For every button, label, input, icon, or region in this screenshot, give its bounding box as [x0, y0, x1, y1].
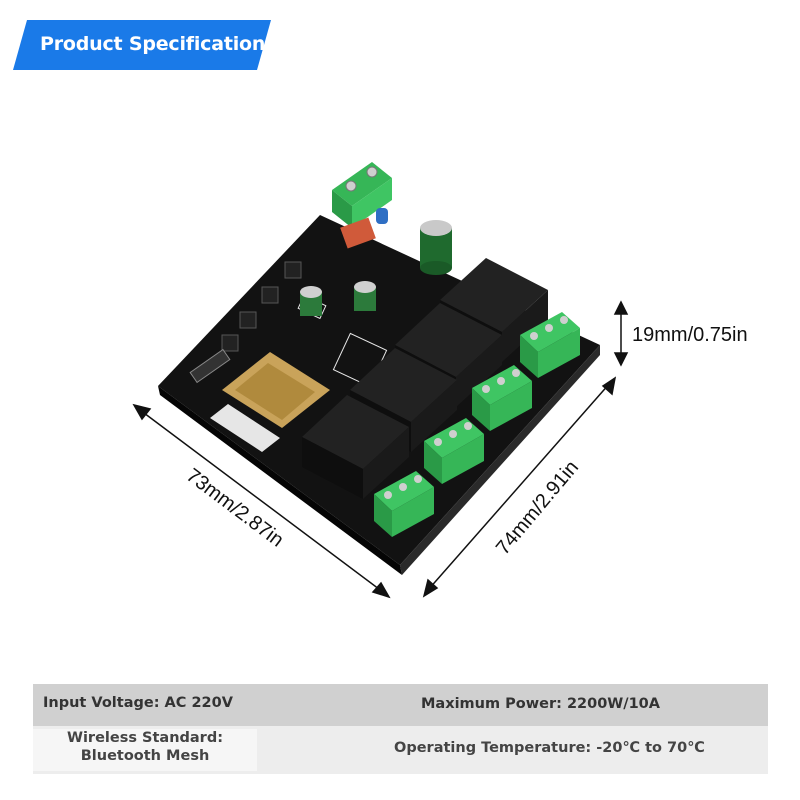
- input-voltage: Input Voltage: AC 220V: [43, 695, 233, 711]
- banner-title: Product Specifications: [40, 33, 277, 55]
- wireless-standard-label: Wireless Standard:: [66, 730, 224, 746]
- specs-table: Input Voltage: AC 220V Maximum Power: 22…: [33, 684, 768, 774]
- output-terminal-2: [472, 365, 532, 431]
- wireless-standard-value: Bluetooth Mesh: [80, 748, 210, 764]
- wireless-standard: Wireless Standard: Bluetooth Mesh: [33, 729, 257, 771]
- width-label: 74mm/2.91in: [492, 456, 583, 559]
- relay-board: [158, 162, 600, 575]
- electrolytic-capacitor-3: [300, 286, 322, 316]
- specs-row-1: Input Voltage: AC 220V Maximum Power: 22…: [33, 684, 768, 726]
- pin-header: [189, 348, 231, 384]
- product-illustration: 73mm/2.87in 74mm/2.91in 19mm/0.75in: [132, 162, 748, 599]
- length-dimension: [132, 403, 391, 599]
- ceramic-capacitor: [376, 208, 388, 224]
- film-capacitor: [340, 217, 376, 249]
- push-buttons: [221, 261, 302, 352]
- bluetooth-module: [210, 352, 330, 452]
- relay-4: [302, 395, 409, 499]
- banner-background: [13, 20, 271, 70]
- height-dimension: [613, 300, 629, 367]
- maximum-power: Maximum Power: 2200W/10A: [421, 696, 660, 712]
- relays: [302, 258, 548, 499]
- electrolytic-capacitor-2: [354, 281, 376, 311]
- height-label: 19mm/0.75in: [632, 324, 748, 346]
- output-terminal-1: [520, 312, 580, 378]
- title-banner: Product Specifications: [13, 20, 277, 70]
- output-terminal-4: [374, 471, 434, 537]
- width-dimension: [422, 376, 617, 598]
- operating-temperature: Operating Temperature: -20℃ to 70℃: [394, 740, 705, 756]
- output-terminal-blocks: [374, 312, 580, 537]
- output-terminal-3: [424, 418, 484, 484]
- specs-row-2: Wireless Standard: Bluetooth Mesh Operat…: [33, 726, 768, 774]
- electrolytic-capacitor-1: [420, 220, 452, 275]
- power-terminal-block: [332, 162, 392, 228]
